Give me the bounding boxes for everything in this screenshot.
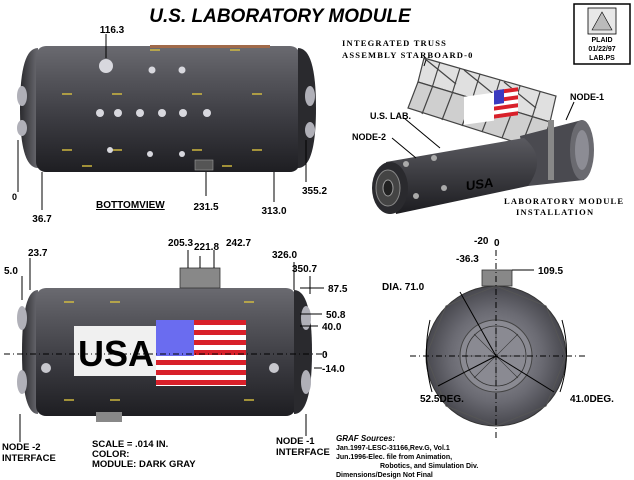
iso-usa-panel — [464, 92, 494, 125]
iso-usa-text: USA — [466, 175, 494, 194]
plaid-file: LAB.PS — [589, 55, 615, 62]
usa-panel — [74, 326, 156, 376]
label-installation: INSTALLATION — [516, 207, 594, 217]
dim-minus-14: -14.0 — [322, 364, 345, 375]
bottom-module-body — [36, 46, 300, 172]
dim-minus-36-3: -36.3 — [456, 254, 479, 265]
dim-0-bottom: 0 — [12, 192, 17, 202]
graf-source-2: Jun.1996-Elec. file from Animation, — [336, 454, 452, 461]
lab-iso-cylinder: USA — [372, 87, 538, 214]
plaid-logo-box: PLAID 01/22/97 LAB.PS — [573, 3, 631, 65]
us-flag-icon — [156, 320, 246, 386]
color-label: COLOR: — [92, 449, 129, 460]
label-lab-module-installation: LABORATORY MODULE — [504, 196, 624, 206]
dim-205-3: 205.3 — [168, 238, 193, 249]
dim-221-8: 221.8 — [194, 242, 219, 253]
label-node2-iso: NODE-2 — [352, 132, 386, 142]
dim-50-8: 50.8 — [326, 310, 346, 321]
dim-326-0: 326.0 — [272, 250, 297, 261]
label-us-lab: U.S. LAB. — [370, 111, 411, 121]
dim-355-2: 355.2 — [302, 186, 327, 197]
node2-interface-line2: INTERFACE — [2, 453, 56, 464]
iso-flag-icon — [494, 87, 518, 119]
dim-0-end: 0 — [494, 238, 500, 249]
node2-interface-line1: NODE -2 — [2, 442, 41, 453]
label-integrated-truss: INTEGRATED TRUSS — [342, 38, 447, 48]
dim-242-7: 242.7 — [226, 238, 251, 249]
dim-231-5: 231.5 — [193, 202, 218, 213]
side-view: USA 23.7 5.0 205.3 221.8 242.7 326.0 350… — [2, 238, 348, 464]
notes-block: SCALE = .014 IN. COLOR: MODULE: DARK GRA… — [92, 434, 478, 479]
angle-left: 52.5DEG. — [420, 394, 464, 405]
dim-109-5: 109.5 — [538, 266, 563, 277]
node1-interface-line1: NODE -1 — [276, 436, 315, 447]
dim-0-side: 0 — [322, 350, 328, 361]
plaid-logo-text: PLAID — [592, 37, 613, 44]
scale-note: SCALE = .014 IN. — [92, 439, 168, 450]
page-title: U.S. LABORATORY MODULE — [149, 6, 412, 27]
angle-right: 41.0DEG. — [570, 394, 614, 405]
dim-87-5: 87.5 — [328, 284, 348, 295]
side-bottom-fitting — [96, 412, 122, 422]
dim-350-7: 350.7 — [292, 264, 317, 275]
module-color: MODULE: DARK GRAY — [92, 459, 196, 470]
dim-diameter: DIA. 71.0 — [382, 282, 425, 293]
label-assembly-starboard: ASSEMBLY STARBOARD-0 — [342, 50, 474, 60]
label-node1-iso: NODE-1 — [570, 92, 604, 102]
graf-note-final: Dimensions/Design Not Final — [336, 472, 433, 479]
bottom-view: 116.3 0 36.7 231.5 313.0 355.2 BOTTOMVIE… — [12, 25, 327, 225]
dim-minus-20: -20 — [474, 236, 489, 247]
node1-interface-line2: INTERFACE — [276, 447, 330, 458]
plaid-date: 01/22/97 — [588, 46, 615, 53]
node1-iso — [520, 120, 594, 186]
dim-36-7: 36.7 — [32, 214, 52, 225]
end-view: -20 0 -36.3 109.5 DIA. 71.0 52.5DEG. 41.… — [382, 236, 614, 440]
dim-116-3: 116.3 — [100, 25, 125, 36]
bottom-view-caption: BOTTOMVIEW — [96, 200, 165, 211]
side-top-fitting — [179, 267, 221, 289]
dim-5-0: 5.0 — [4, 266, 18, 277]
dim-23-7: 23.7 — [28, 248, 48, 259]
dim-40-0: 40.0 — [322, 322, 342, 333]
graf-source-1: Jan.1997-LESC-31166,Rev.G, Vol.1 — [336, 445, 450, 452]
installation-view: USA INTEGRATED TRUSS ASSEMBLY STARBOARD-… — [342, 38, 624, 217]
usa-text: USA — [78, 333, 154, 374]
graf-title: GRAF Sources: — [336, 434, 395, 443]
dim-313-0: 313.0 — [261, 206, 286, 217]
graf-source-3: Robotics, and Simulation Div. — [380, 463, 478, 470]
